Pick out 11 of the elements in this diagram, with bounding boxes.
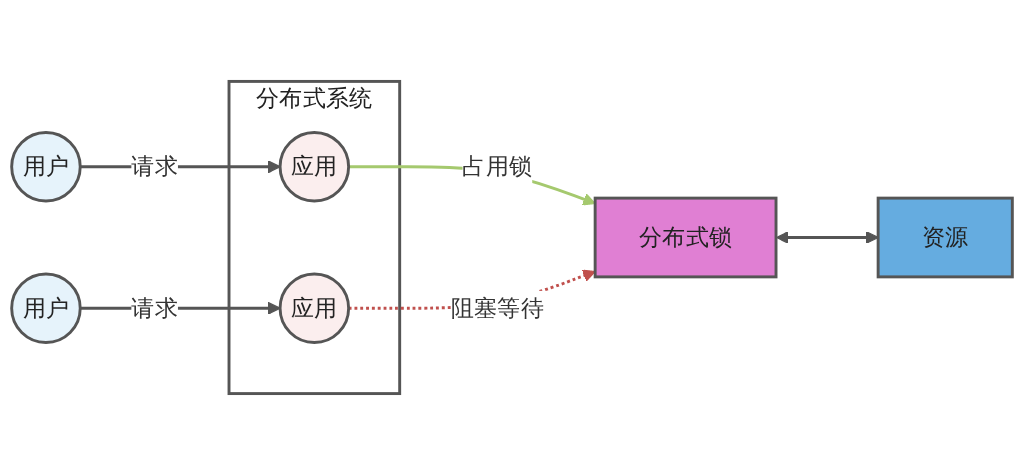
node-circle: 用户 — [10, 131, 82, 203]
edge-label: 占用锁 — [462, 152, 533, 180]
node-box: 资源 — [876, 196, 1014, 279]
edge-label: 阻塞等待 — [450, 293, 545, 322]
edge-label: 请求 — [131, 293, 178, 322]
node-circle: 用户 — [10, 272, 82, 344]
node-circle: 应用 — [278, 272, 351, 344]
edge-label: 请求 — [131, 152, 178, 180]
node-box: 分布式锁 — [593, 196, 778, 279]
node-circle: 应用 — [278, 131, 351, 203]
arrow — [776, 231, 879, 244]
